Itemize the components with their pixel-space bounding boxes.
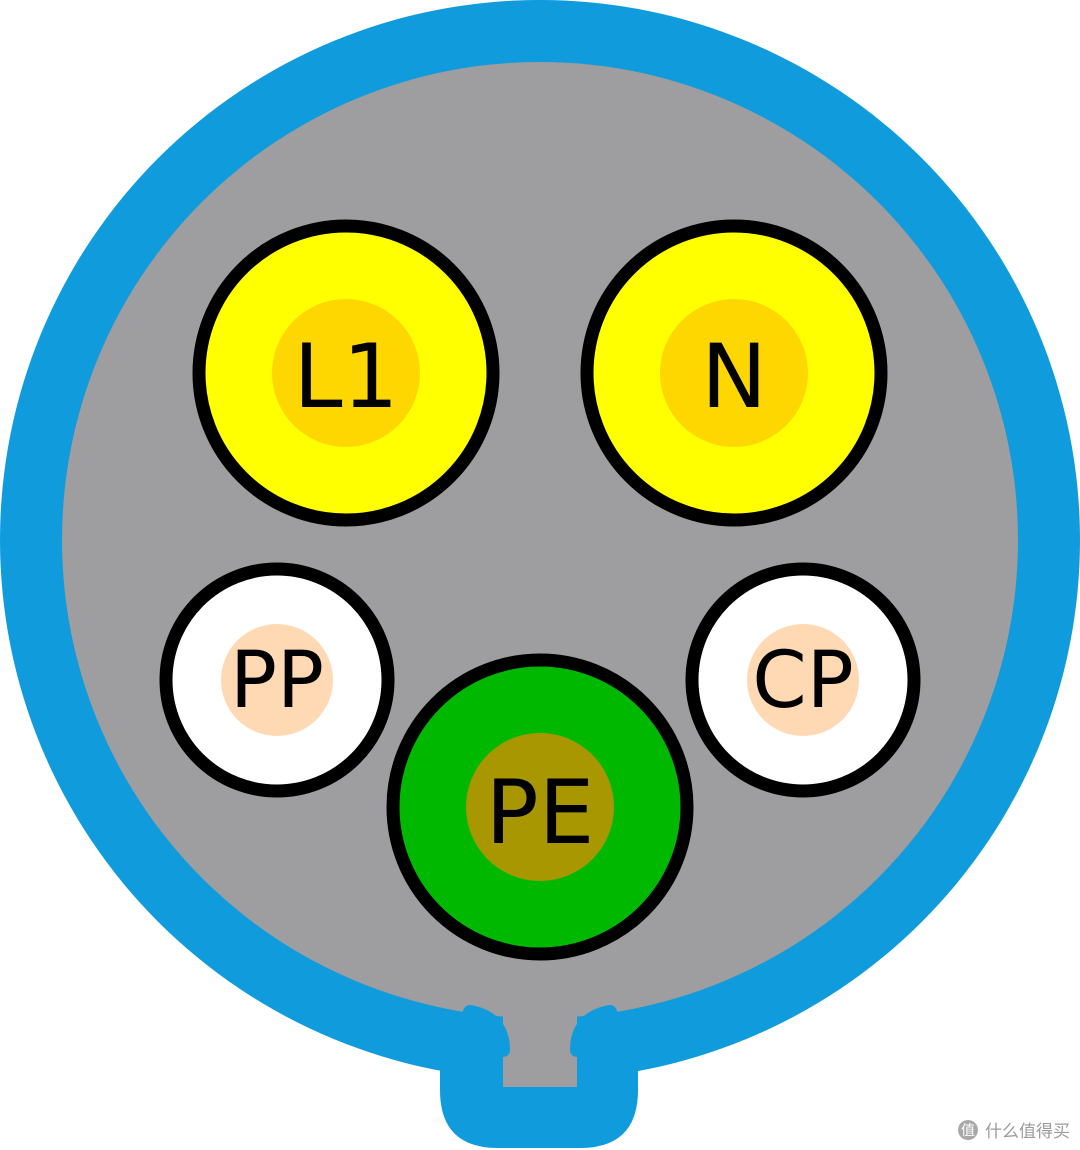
pin-l1-label: L1 [293, 325, 398, 428]
pin-pp: PP [159, 562, 395, 798]
pin-pe: PE [386, 653, 694, 961]
watermark-text: 什么值得买 [985, 1122, 1070, 1142]
svg-text:值: 值 [961, 1123, 975, 1139]
smzdm-logo-icon: 值 [958, 1119, 978, 1140]
pin-n: N [580, 219, 888, 527]
pin-n-label: N [701, 325, 767, 428]
pin-pe-label: PE [486, 761, 595, 864]
pin-l1: L1 [192, 219, 500, 527]
pin-pp-label: PP [230, 636, 324, 726]
pin-cp: CP [685, 562, 921, 798]
pin-cp-label: CP [752, 636, 854, 726]
watermark: 值 什么值得买 [957, 1117, 1070, 1142]
